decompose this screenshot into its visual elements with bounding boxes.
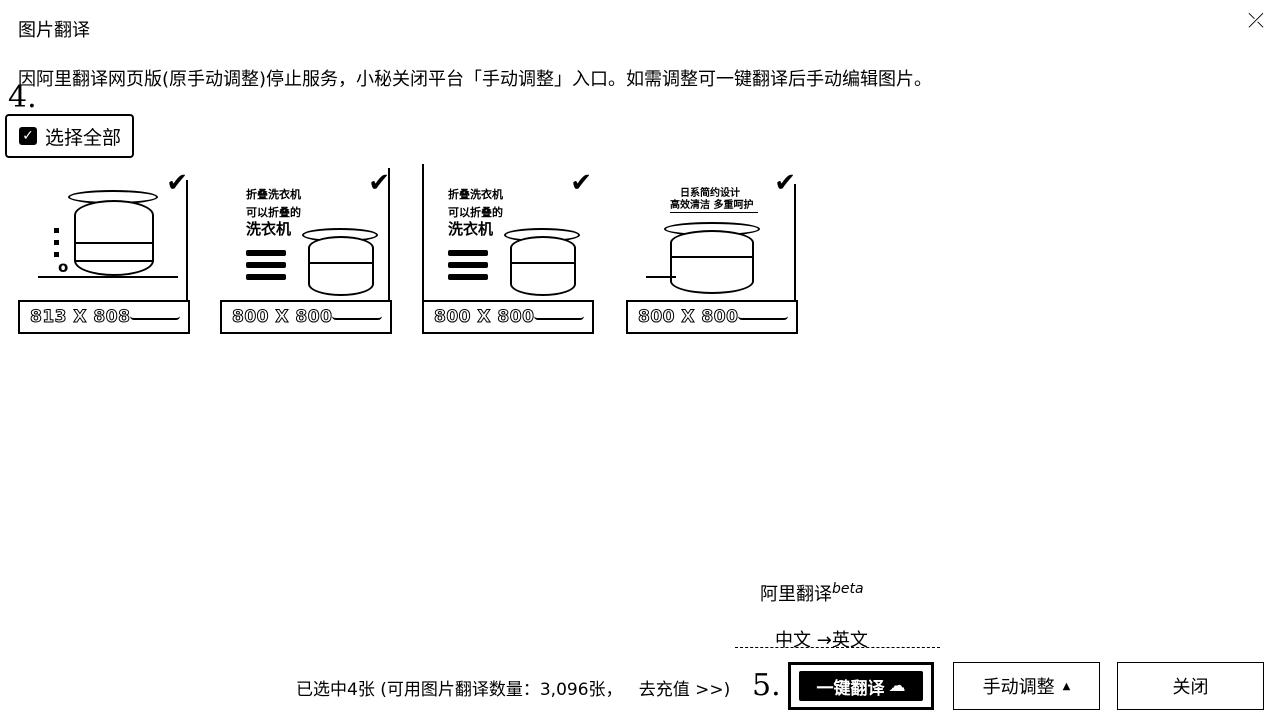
- caret-up-icon: ▲: [1062, 680, 1071, 692]
- product-caption-line: 日系简约设计: [680, 188, 740, 199]
- product-caption-line: 高效清洁 多重呵护: [670, 200, 754, 211]
- image-thumbnail[interactable]: 折叠洗衣机 可以折叠的 洗衣机 ✔ 800 X 800: [220, 164, 392, 336]
- image-size-bar: 800 X 800: [422, 300, 594, 334]
- product-caption-line: 折叠洗衣机: [448, 188, 503, 201]
- product-caption-line: 可以折叠的: [246, 206, 301, 219]
- dialog-title: 图片翻译: [18, 20, 90, 41]
- image-thumbnail[interactable]: 折叠洗衣机 可以折叠的 洗衣机 ✔ 800 X 800: [422, 164, 594, 336]
- product-caption-line: 可以折叠的: [448, 206, 503, 219]
- product-image: 折叠洗衣机 可以折叠的 洗衣机: [220, 164, 392, 300]
- product-image: 日系简约设计 高效清洁 多重呵护: [626, 164, 798, 300]
- manual-adjust-button[interactable]: 手动调整 ▲: [953, 662, 1100, 710]
- image-size-label: 813 X 808: [29, 307, 131, 328]
- engine-name: 阿里翻译: [760, 584, 832, 605]
- select-all-checkbox[interactable]: ✓ 选择全部: [5, 114, 134, 158]
- selected-check-icon: ✔: [570, 168, 592, 198]
- footer-info: 已选中4张 (可用图片翻译数量：3,096张， 去充值 >>): [296, 675, 730, 700]
- language-pair[interactable]: 中文 →英文: [775, 626, 868, 652]
- product-image: o: [18, 164, 190, 300]
- image-size-bar: 800 X 800: [220, 300, 392, 334]
- step-4-annotation: 4.: [8, 80, 37, 115]
- close-icon[interactable]: ⤫: [1248, 8, 1264, 32]
- close-button[interactable]: 关闭: [1117, 662, 1264, 710]
- product-caption-line: 洗衣机: [448, 220, 494, 238]
- step-5-annotation: 5.: [752, 668, 781, 703]
- image-thumbnail[interactable]: o ✔ 813 X 808: [18, 164, 190, 336]
- language-divider: [735, 647, 940, 648]
- translation-engine[interactable]: 阿里翻译beta: [760, 580, 864, 606]
- translate-button[interactable]: 一键翻译 ☁: [788, 662, 934, 710]
- image-size-label: 800 X 800: [637, 307, 739, 328]
- image-size-bar: 800 X 800: [626, 300, 798, 334]
- translate-button-label: 一键翻译: [816, 678, 885, 699]
- checkbox-checked-icon[interactable]: ✓: [19, 127, 37, 145]
- product-caption-line: 折叠洗衣机: [246, 188, 301, 201]
- engine-tag: beta: [832, 581, 864, 597]
- image-size-bar: 813 X 808: [18, 300, 190, 334]
- selected-check-icon: ✔: [368, 168, 390, 198]
- source-language: 中文: [775, 630, 811, 651]
- cloud-icon: ☁: [888, 676, 906, 696]
- selected-count-text: 已选中4张 (可用图片翻译数量：3,096张，: [296, 680, 623, 700]
- image-size-label: 800 X 800: [231, 307, 333, 328]
- image-thumbnail[interactable]: 日系简约设计 高效清洁 多重呵护 ✔ 800 X 800: [626, 164, 798, 336]
- selected-check-icon: ✔: [166, 168, 188, 198]
- notice-text: 因阿里翻译网页版(原手动调整)停止服务，小秘关闭平台「手动调整」入口。如需调整可…: [18, 69, 933, 90]
- image-size-label: 800 X 800: [433, 307, 535, 328]
- arrow-right-icon: →: [816, 630, 832, 651]
- product-image: 折叠洗衣机 可以折叠的 洗衣机: [422, 164, 594, 300]
- recharge-link[interactable]: 去充值 >>): [638, 680, 731, 700]
- selected-check-icon: ✔: [774, 168, 796, 198]
- manual-adjust-label: 手动调整: [982, 677, 1055, 698]
- select-all-label: 选择全部: [45, 126, 122, 149]
- target-language: 英文: [831, 630, 868, 651]
- product-caption-line: 洗衣机: [246, 220, 292, 238]
